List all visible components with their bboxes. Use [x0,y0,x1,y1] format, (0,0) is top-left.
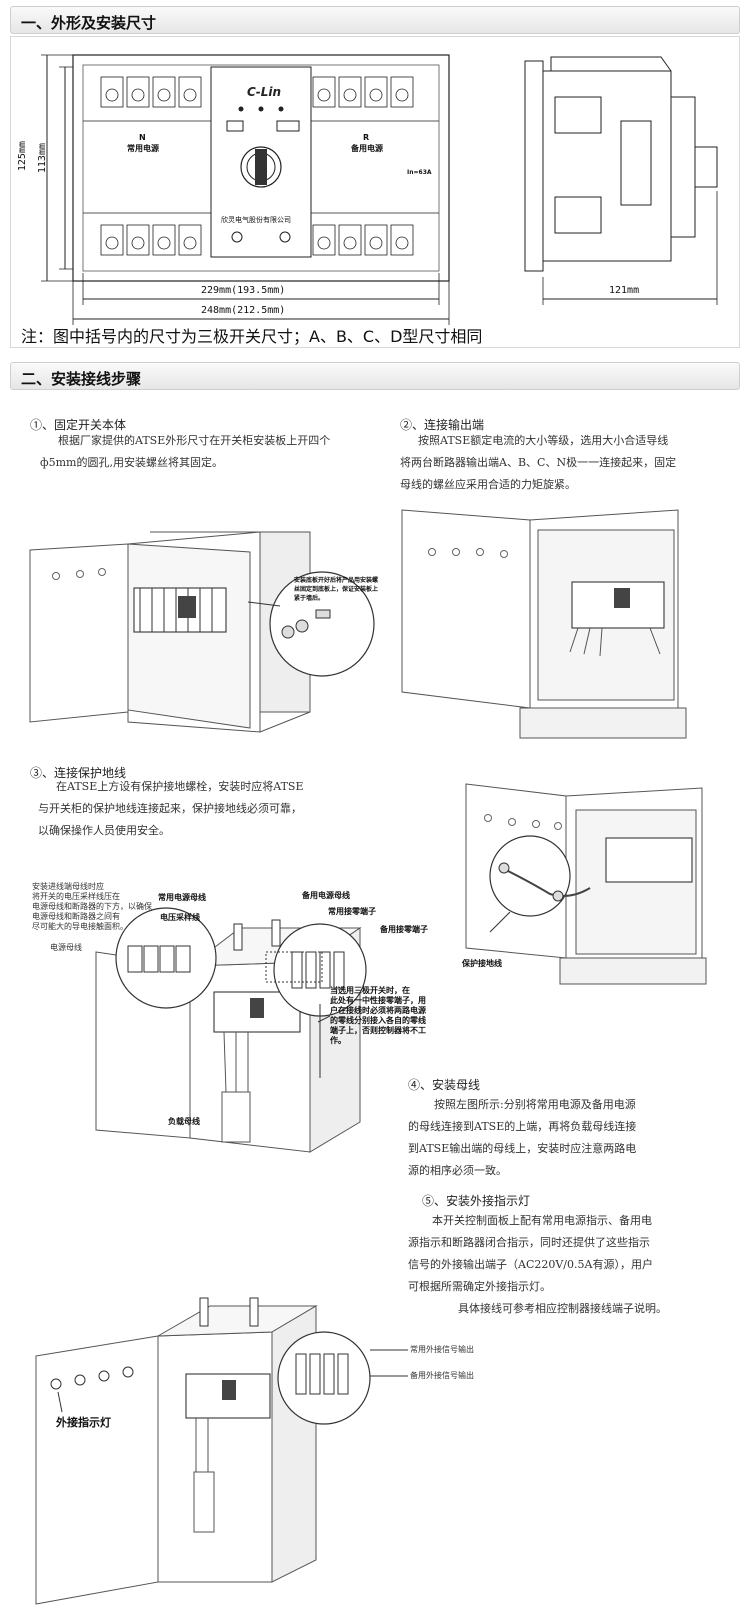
step1-callout-line: 安装底板开好后将产品用安装螺 [294,577,379,584]
external-lamp-label: 外接指示灯 [56,1416,111,1429]
step1-line: ф5mm的圆孔,用安装螺丝将其固定。 [40,456,223,469]
step3-line: 在ATSE上方设有保护接地螺栓，安装时应将ATSE [56,780,304,793]
step4-line: 到ATSE输出端的母线上，安装时应注意两路电 [408,1142,637,1155]
rating-label: In=63A [407,169,432,176]
step3-line: 与开关柜的保护地线连接起来，保护接地线必须可靠， [38,802,302,815]
neutral-note-line: 当选用三极开关时，在 [330,986,410,995]
busbar-note-line: 尽可能大的导电接触面积。 [32,922,128,931]
step5-title: ⑤、安装外接指示灯 [422,1194,531,1208]
step3-line: 以确保操作人员使用安全。 [38,824,170,837]
neutral-note-line: 的零线分别接入各自的零线 [330,1016,426,1025]
label-normal-source: 常用电源 [127,144,159,153]
section2-panel: ①、固定开关本体 根据厂家提供的ATSE外形尺寸在开关柜安装板上开四个 ф5mm… [10,392,740,1612]
ground-wire-label: 保护接地线 [462,959,502,968]
step1-callout-line: 紧于墙后。 [294,595,325,602]
step2-body: 按照ATSE额定电流的大小等级，选用大小合适导线 将两台断路器输出端A、B、C、… [400,430,730,496]
step2-line: 母线的螺丝应采用合适的力矩旋紧。 [400,478,576,491]
busbar-note: 安装进线端母线时应 将开关的电压采样线压在 电源母线和断路器的下方，以确保 电源… [32,882,152,932]
neutral-note-line: 作。 [330,1036,346,1045]
neutral-note-line: 端子上，否则控制器将不工 [330,1026,426,1035]
step2-title: ②、连接输出端 [400,418,485,432]
step4-line: 源的相序必须一致。 [408,1164,507,1177]
backup-bus-label: 备用电源母线 [302,891,350,900]
dim-height-inner: 113mm [37,143,48,174]
install-illustrations [29,509,707,1605]
voltage-sample-label: 电压采样线 [160,913,200,922]
step2-line: 按照ATSE额定电流的大小等级，选用大小合适导线 [418,434,669,447]
step1-callout-line: 丝固定到底板上，保证安装板上 [294,586,379,593]
step5-body: 本开关控制面板上配有常用电源指示、备用电 源指示和断路器闭合指示，同时还提供了这… [408,1210,738,1320]
step5-line: 源指示和断路器闭合指示，同时还提供了这些指示 [408,1236,650,1249]
step4-line: 按照左图所示:分别将常用电源及备用电源 [434,1098,636,1111]
dim-width-outer: 248mm(212.5mm) [201,305,286,316]
busbar-note-line: 电源母线和断路器的下方，以确保 [32,902,152,911]
dimension-note: 注：图中括号内的尺寸为三极开关尺寸；A、B、C、D型尺寸相同 [21,327,483,346]
busbar-note-line: 将开关的电压采样线压在 [32,892,120,901]
normal-signal-label: 常用外接信号输出 [410,1345,474,1354]
step4-title: ④、安装母线 [408,1078,481,1092]
step5-line: 本开关控制面板上配有常用电源指示、备用电 [432,1214,652,1227]
brand-logo: C-Lin [247,85,282,99]
load-bus-label: 负载母线 [168,1117,200,1126]
label-r: R [363,133,370,142]
label-n: N [139,133,146,142]
step5-line: 具体接线可参考相应控制器接线端子说明。 [458,1302,667,1315]
front-view-drawing [41,54,718,325]
step4-body: 按照左图所示:分别将常用电源及备用电源 的母线连接到ATSE的上端，再将负载母线… [408,1094,728,1182]
section1-panel: 125mm 113mm C-Lin N 常用电源 R 备用电源 In=63A 欣… [10,36,740,348]
step3-body: 在ATSE上方设有保护接地螺栓，安装时应将ATSE 与开关柜的保护地线连接起来，… [38,776,358,842]
section1-title: 一、外形及安装尺寸 [21,14,157,32]
dim-depth: 121mm [609,285,640,296]
step2-line: 将两台断路器输出端A、B、C、N极一一连接起来，固定 [400,456,677,469]
neutral-note: 当选用三极开关时，在 此处有一中性接零端子，用 户在接线时必须将两路电源 的零线… [330,986,440,1046]
step1-title: ①、固定开关本体 [30,418,127,432]
normal-neutral-label: 常用接零端子 [328,907,376,916]
step5-line: 可根据所需确定外接指示灯。 [408,1280,551,1293]
busbar-note-line: 电源母线和断路器之间有 [32,912,120,921]
step1-callout: 安装底板开好后将产品用安装螺 丝固定到底板上，保证安装板上 紧于墙后。 [294,576,378,603]
section2-title: 二、安装接线步骤 [21,370,142,388]
step1-line: 根据厂家提供的ATSE外形尺寸在开关柜安装板上开四个 [58,434,331,447]
step5-line: 信号的外接输出端子（AC220V/0.5A有源），用户 [408,1258,653,1271]
backup-signal-label: 备用外接信号输出 [410,1371,474,1380]
label-backup-source: 备用电源 [351,144,383,153]
neutral-note-line: 此处有一中性接零端子，用 [330,996,426,1005]
step1-body: 根据厂家提供的ATSE外形尺寸在开关柜安装板上开四个 ф5mm的圆孔,用安装螺丝… [40,430,380,474]
step3-title: ③、连接保护地线 [30,766,127,780]
power-bus-label: 电源母线 [50,943,82,952]
busbar-note-line: 安装进线端母线时应 [32,882,104,891]
dim-width-inner: 229mm(193.5mm) [201,285,286,296]
step4-line: 的母线连接到ATSE的上端，再将负载母线连接 [408,1120,637,1133]
company-label: 欣灵电气股份有限公司 [221,216,291,224]
normal-bus-label: 常用电源母线 [158,893,206,902]
section1-header: 一、外形及安装尺寸 [10,6,740,34]
neutral-note-line: 户在接线时必须将两路电源 [330,1006,426,1015]
backup-neutral-label: 备用接零端子 [380,925,428,934]
section2-header: 二、安装接线步骤 [10,362,740,390]
